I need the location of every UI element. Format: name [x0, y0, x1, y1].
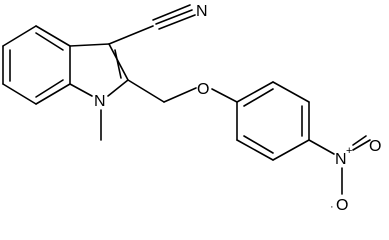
- indole-benzene-ring: [2, 25, 71, 105]
- nitrophenyl-ring: [236, 81, 310, 161]
- ether-oxygen-label: O: [197, 81, 209, 98]
- n-methyl-group: N: [94, 93, 106, 141]
- ring-nitrogen-label: N: [94, 93, 106, 110]
- nitro-oxygen-single-label: O: [336, 197, 348, 214]
- nitro-oxygen-radical-dot: ·: [330, 201, 334, 213]
- molecule-structure-diagram: N N O N + O · O: [2, 3, 381, 214]
- indole-pyrrole-ring: [69, 43, 129, 97]
- nitro-nitrogen-label: N: [335, 151, 347, 168]
- nitro-oxygen-double-label: O: [369, 138, 381, 155]
- nitro-nitrogen-charge: +: [346, 145, 352, 157]
- nitrile-group: N: [108, 3, 208, 45]
- nitro-group: N + O · O: [308, 135, 381, 214]
- nitrile-nitrogen-label: N: [196, 3, 208, 20]
- methylene-oxy-linker: O: [127, 79, 238, 103]
